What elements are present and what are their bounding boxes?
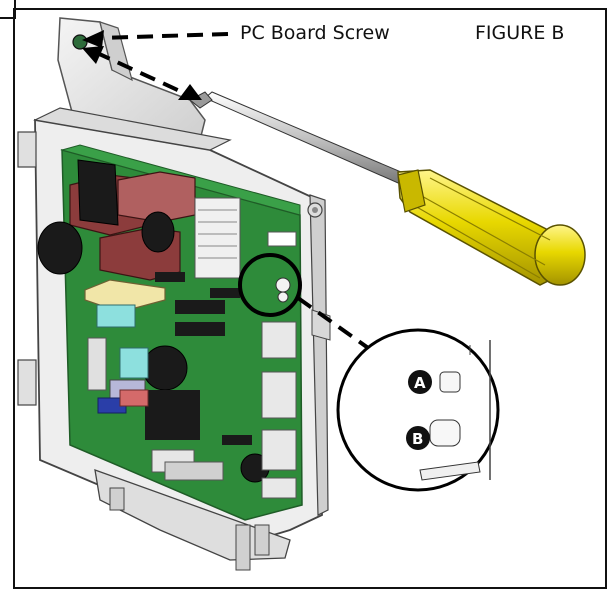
zoom-callout: A B xyxy=(336,328,500,492)
detail-target-circle xyxy=(238,253,302,317)
board-components xyxy=(37,159,297,499)
figure-frame xyxy=(13,8,607,589)
screwdriver xyxy=(189,91,586,286)
callout-letter-b: B xyxy=(412,430,423,448)
callout-marker-b xyxy=(406,426,430,450)
corner-mark xyxy=(0,0,16,19)
pc-board-screw xyxy=(72,34,88,50)
figure-label: FIGURE B xyxy=(475,22,565,44)
callout-letter-a: A xyxy=(414,374,426,392)
callout-marker-a xyxy=(408,370,432,394)
pc-board-screw-label: PC Board Screw xyxy=(240,22,390,44)
